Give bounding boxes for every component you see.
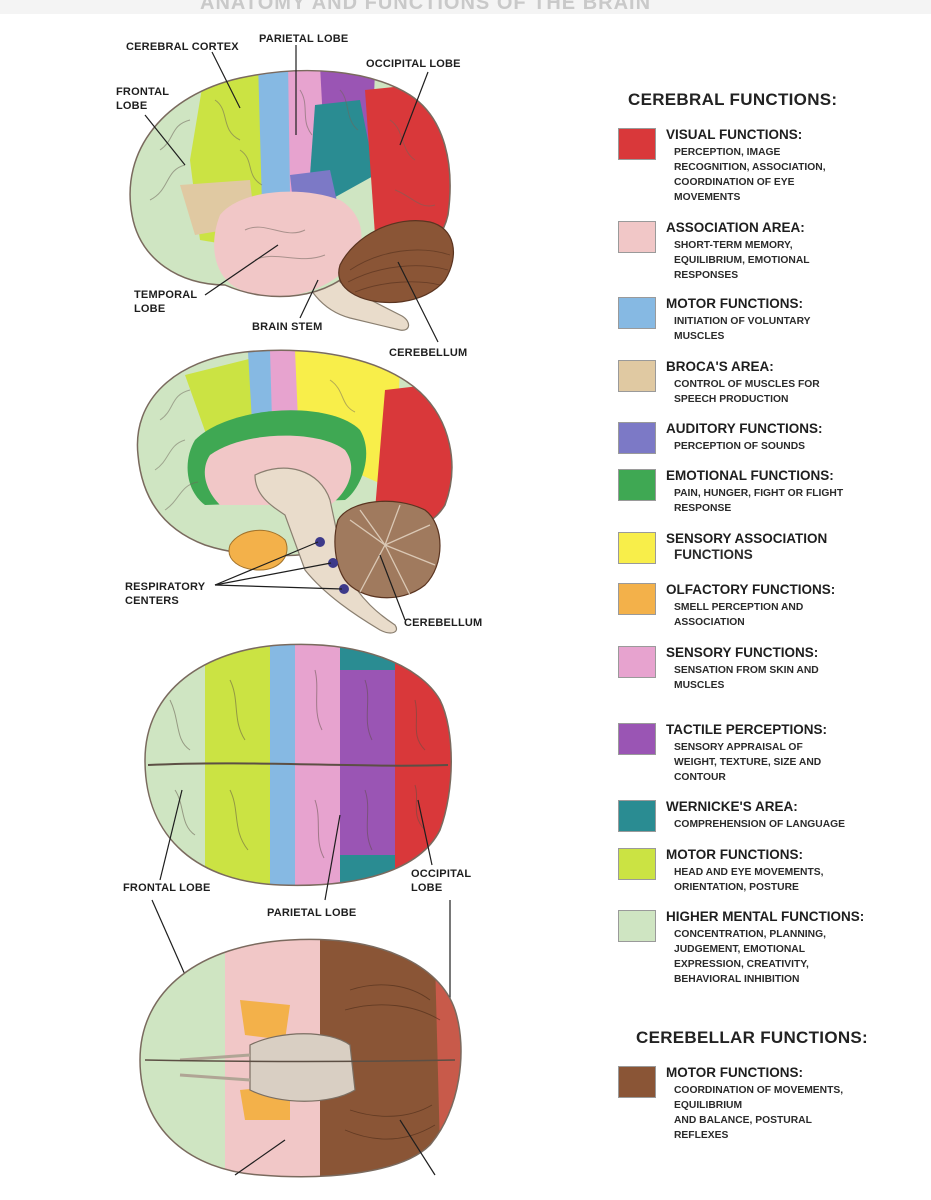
legend-swatch xyxy=(618,646,656,678)
legend-title: SENSORY ASSOCIATION xyxy=(666,531,828,546)
legend-desc: CONCENTRATION, PLANNING, JUDGEMENT, EMOT… xyxy=(674,929,826,985)
cut-off-title-strip: ANATOMY AND FUNCTIONS OF THE BRAIN xyxy=(0,0,931,14)
legend-swatch xyxy=(618,360,656,392)
legend-desc: PAIN, HUNGER, FIGHT OR FLIGHT RESPONSE xyxy=(674,488,844,514)
legend-title: WERNICKE'S AREA: xyxy=(666,799,798,814)
legend-swatch xyxy=(618,583,656,615)
legend-title: ASSOCIATION AREA: xyxy=(666,220,805,235)
visual-region xyxy=(365,80,451,240)
medial-stem-shape xyxy=(254,467,398,634)
brain-bottom-view xyxy=(139,938,462,1178)
legend-desc: COORDINATION OF MOVEMENTS, EQUILIBRIUM A… xyxy=(674,1085,844,1141)
legend-title: AUDITORY FUNCTIONS: xyxy=(666,421,823,436)
legend-swatch xyxy=(618,1066,656,1098)
cerebral-functions-heading: CEREBRAL FUNCTIONS: xyxy=(628,90,838,109)
label-occipital-lobe-top: OCCIPITAL LOBE xyxy=(366,58,461,70)
brain-medial-view xyxy=(136,349,453,634)
legend-title: EMOTIONAL FUNCTIONS: xyxy=(666,468,834,483)
label-cerebral-cortex: CEREBRAL CORTEX xyxy=(126,41,239,53)
legend-swatch xyxy=(618,221,656,253)
brain-top-view xyxy=(144,643,452,1028)
legend-swatch xyxy=(618,422,656,454)
legend-title: SENSORY FUNCTIONS: xyxy=(666,645,819,660)
legend-desc: SENSATION FROM SKIN AND MUSCLES xyxy=(674,665,819,691)
label-parietal-lobe-3: PARIETAL LOBE xyxy=(267,907,357,919)
legend-title: VISUAL FUNCTIONS: xyxy=(666,127,803,142)
legend-title: MOTOR FUNCTIONS: xyxy=(666,296,803,311)
leader-lines-1 xyxy=(144,45,439,343)
label-respiratory-centers: RESPIRATORY CENTERS xyxy=(125,581,206,607)
label-cerebellum-2: CEREBELLUM xyxy=(404,617,483,629)
label-parietal-lobe-top: PARIETAL LOBE xyxy=(259,33,349,45)
legend-title: BROCA'S AREA: xyxy=(666,359,774,374)
label-occipital-lobe-3: OCCIPITAL LOBE xyxy=(411,868,472,894)
legend-desc: PERCEPTION OF SOUNDS xyxy=(674,441,806,452)
brain-illustrations xyxy=(129,45,462,1178)
legend-swatch xyxy=(618,469,656,501)
olfactory-region xyxy=(228,529,288,571)
brain-lateral-view xyxy=(129,45,454,343)
legend-desc: SMELL PERCEPTION AND ASSOCIATION xyxy=(674,602,804,628)
legend-swatch xyxy=(618,723,656,755)
legend-desc: FUNCTIONS xyxy=(674,547,753,562)
legend-desc: PERCEPTION, IMAGE RECOGNITION, ASSOCIATI… xyxy=(674,147,826,203)
label-temporal-lobe: TEMPORAL LOBE xyxy=(134,289,198,315)
label-brain-stem: BRAIN STEM xyxy=(252,321,323,333)
label-frontal-lobe-3: FRONTAL LOBE xyxy=(123,882,211,894)
legend-desc: INITIATION OF VOLUNTARY MUSCLES xyxy=(674,316,811,342)
legend-desc: SHORT-TERM MEMORY, EQUILIBRIUM, EMOTIONA… xyxy=(674,240,810,281)
legend-swatch xyxy=(618,800,656,832)
legend-title: OLFACTORY FUNCTIONS: xyxy=(666,582,836,597)
gyri-lines-1 xyxy=(149,89,436,261)
label-frontal-lobe-top: FRONTAL LOBE xyxy=(116,86,170,112)
label-cerebellum-1: CEREBELLUM xyxy=(389,347,468,359)
legend-title: HIGHER MENTAL FUNCTIONS: xyxy=(666,909,865,924)
legend-swatch xyxy=(618,848,656,880)
legend-desc: HEAD AND EYE MOVEMENTS, ORIENTATION, POS… xyxy=(674,867,824,893)
legend-desc: COMPREHENSION OF LANGUAGE xyxy=(674,819,846,830)
legend-desc: SENSORY APPRAISAL OF WEIGHT, TEXTURE, SI… xyxy=(674,742,822,783)
legend-title: MOTOR FUNCTIONS: xyxy=(666,847,803,862)
bottom-stem-shape xyxy=(249,1033,356,1102)
leader-lines-2 xyxy=(214,541,406,621)
cerebellar-functions-heading: CEREBELLAR FUNCTIONS: xyxy=(636,1028,869,1047)
legend-swatch xyxy=(618,128,656,160)
legend-swatch xyxy=(618,297,656,329)
legend-desc: CONTROL OF MUSCLES FOR SPEECH PRODUCTION xyxy=(674,379,820,405)
legend-title: MOTOR FUNCTIONS: xyxy=(666,1065,803,1080)
legend-swatch xyxy=(618,910,656,942)
legend-swatch xyxy=(618,532,656,564)
leader-lines-4 xyxy=(234,1119,436,1176)
legend-title: TACTILE PERCEPTIONS: xyxy=(666,722,828,737)
temporal-association-region xyxy=(214,191,362,297)
cut-off-title: ANATOMY AND FUNCTIONS OF THE BRAIN xyxy=(200,0,652,14)
